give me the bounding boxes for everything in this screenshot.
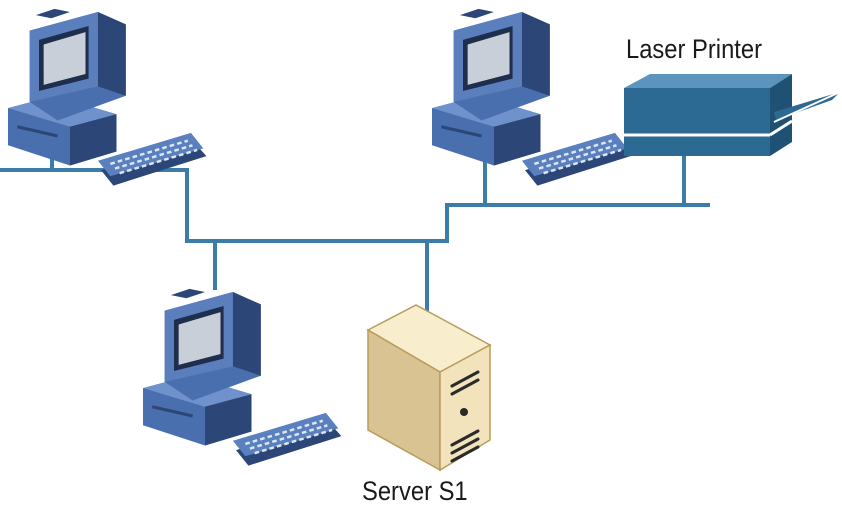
workstation-icon xyxy=(430,7,632,188)
workstation-icon xyxy=(6,7,208,188)
server-icon xyxy=(366,304,492,472)
printer-label: Laser Printer xyxy=(626,34,763,64)
workstation-icon xyxy=(141,287,343,468)
server-label: Server S1 xyxy=(362,476,468,506)
printer-icon xyxy=(624,74,841,156)
